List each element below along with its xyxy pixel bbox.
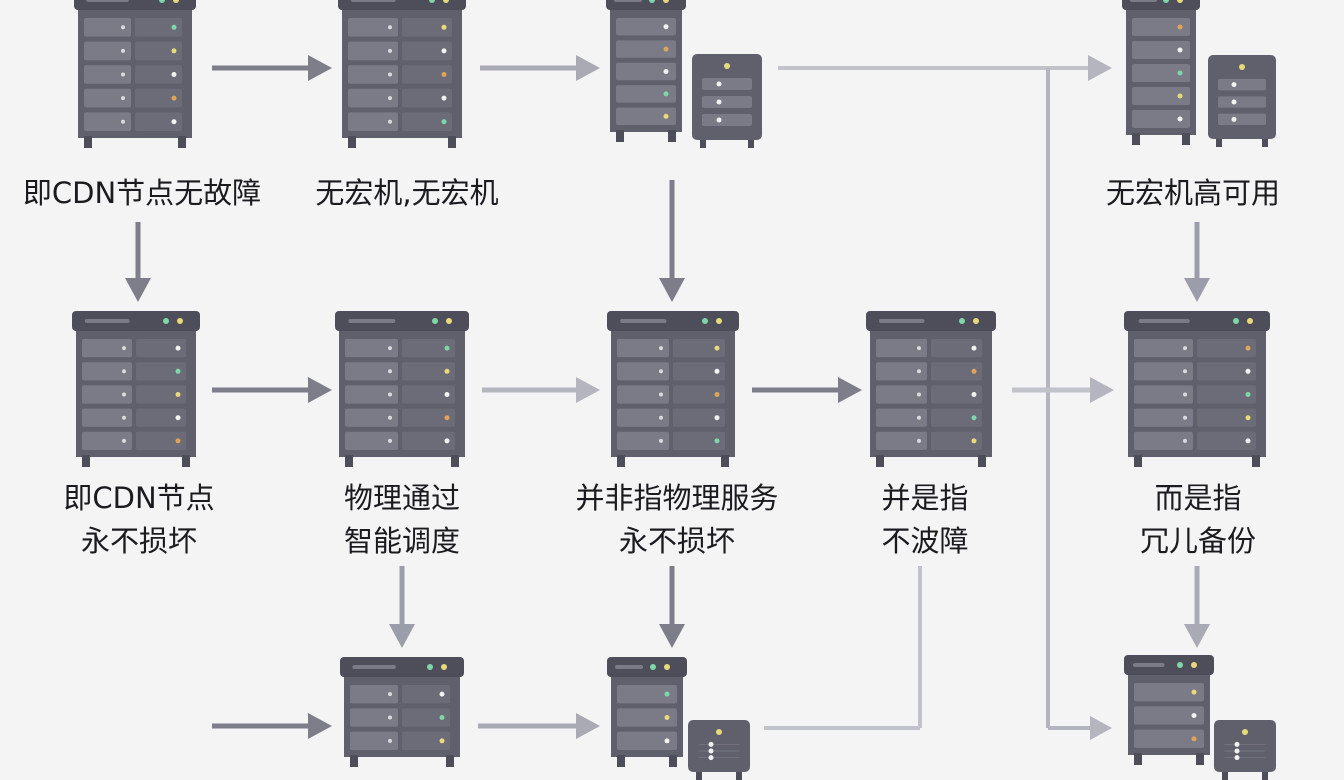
server-rack-icon [866,311,996,467]
server-rack-icon [340,657,464,767]
arrow-down-icon [125,222,151,302]
server-small-icon [688,720,750,780]
server-small-icon [1214,720,1276,780]
server-rack-icon [74,0,196,148]
arrow-right-icon [752,377,862,403]
arrow-right-icon [212,377,332,403]
arrow-right-icon [212,55,332,81]
server-rack-icon [1124,311,1270,467]
node-label: 无宏机高可用 [1105,176,1281,210]
server-rack-icon [606,0,686,142]
server-rack-icon [1124,655,1214,765]
arrow-right-icon [212,713,332,739]
server-rack-icon [72,311,200,467]
node-label: 无宏机,无宏机 [315,176,499,210]
arrow-down-icon [659,180,685,302]
arrow-down-icon [659,566,685,648]
bus-connector-line [1046,68,1112,740]
server-small-icon [1208,55,1276,147]
arrow-down-icon [1184,566,1210,648]
arrow-right-icon [480,55,600,81]
server-rack-icon [338,0,466,148]
node-label: 即CDN节点永不损坏 [63,481,215,558]
arrow-down-icon [1184,222,1210,302]
arrow-right-icon [778,55,1112,81]
elbow-connector-line [764,566,922,730]
server-small-icon [692,54,762,148]
node-label: 物理通过智能调度 [343,481,461,558]
arrow-right-icon [1012,377,1114,403]
node-label: 并是指不波障 [881,481,969,558]
arrow-right-icon [482,377,600,403]
node-label: 即CDN节点无故障 [22,176,262,210]
node-label: 并非指物理服务永不损坏 [575,481,779,558]
server-rack-icon [607,657,687,767]
arrow-down-icon [389,566,415,648]
server-rack-icon [607,311,739,467]
node-label: 而是指冗儿备份 [1139,481,1257,558]
arrow-right-icon [478,713,600,739]
server-rack-icon [335,311,469,467]
server-rack-icon [1122,0,1200,145]
